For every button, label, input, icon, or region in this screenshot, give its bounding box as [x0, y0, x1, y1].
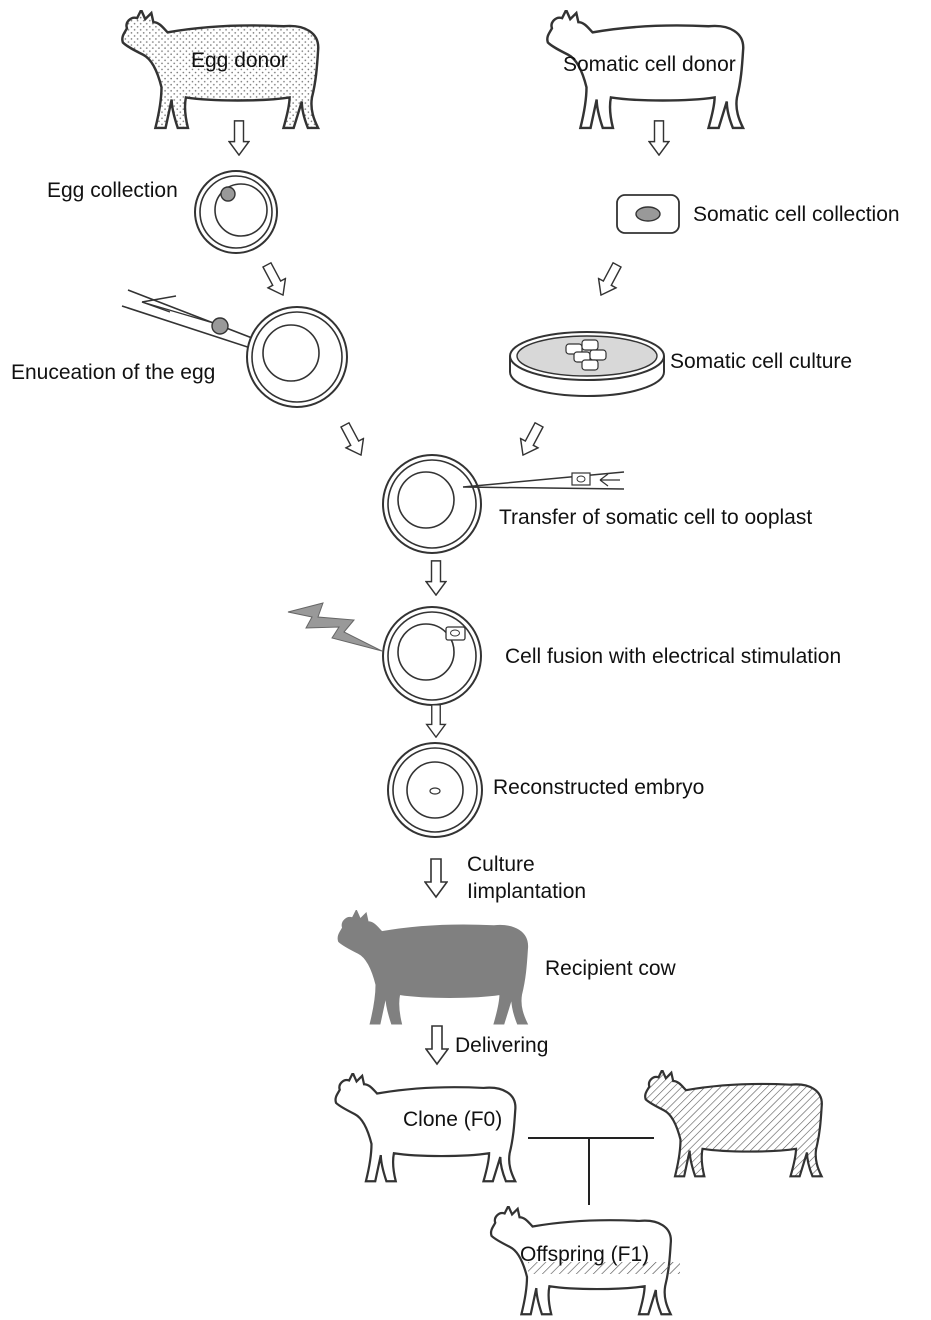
label-delivering: Delivering	[455, 1033, 548, 1058]
fusion-cell-icon	[383, 607, 481, 705]
label-reconstructed-embryo: Reconstructed embryo	[493, 775, 704, 800]
label-somatic-cell-donor: Somatic cell donor	[563, 52, 736, 77]
mate-cow-icon	[645, 1070, 822, 1176]
label-culture: Culture	[467, 852, 535, 877]
label-somatic-cell-collection: Somatic cell collection	[693, 202, 900, 227]
arrow-down-icon	[336, 420, 370, 459]
label-clone: Clone (F0)	[403, 1107, 502, 1132]
arrow-down-icon	[592, 260, 626, 299]
label-offspring: Offspring (F1)	[520, 1242, 649, 1267]
arrow-down-icon	[258, 260, 292, 299]
reconstructed-embryo-icon	[388, 743, 482, 837]
label-recipient-cow: Recipient cow	[545, 956, 676, 981]
arrow-down-icon	[427, 705, 446, 737]
enucleated-egg-icon	[247, 307, 347, 407]
label-enucleation: Enuceation of the egg	[11, 360, 215, 385]
label-implantation: Iimplantation	[467, 879, 586, 904]
arrow-down-icon	[514, 420, 548, 459]
label-egg-donor: Egg donor	[191, 48, 288, 73]
label-transfer: Transfer of somatic cell to ooplast	[499, 505, 812, 530]
recipient-cow-icon	[338, 910, 528, 1024]
arrow-down-icon	[649, 121, 669, 155]
petri-dish-icon	[510, 332, 664, 396]
label-somatic-cell-culture: Somatic cell culture	[670, 349, 852, 374]
lightning-icon	[288, 603, 382, 651]
somatic-cell-icon	[617, 195, 679, 233]
label-cell-fusion: Cell fusion with electrical stimulation	[505, 644, 841, 669]
arrow-down-icon	[426, 1026, 448, 1064]
label-egg-collection: Egg collection	[47, 178, 178, 203]
injection-pipette-icon	[463, 472, 624, 489]
arrow-down-icon	[425, 859, 447, 897]
transfer-cell-icon	[383, 455, 481, 553]
egg-cell-icon	[195, 171, 277, 253]
arrow-down-icon	[229, 121, 249, 155]
arrow-down-icon	[426, 561, 446, 595]
